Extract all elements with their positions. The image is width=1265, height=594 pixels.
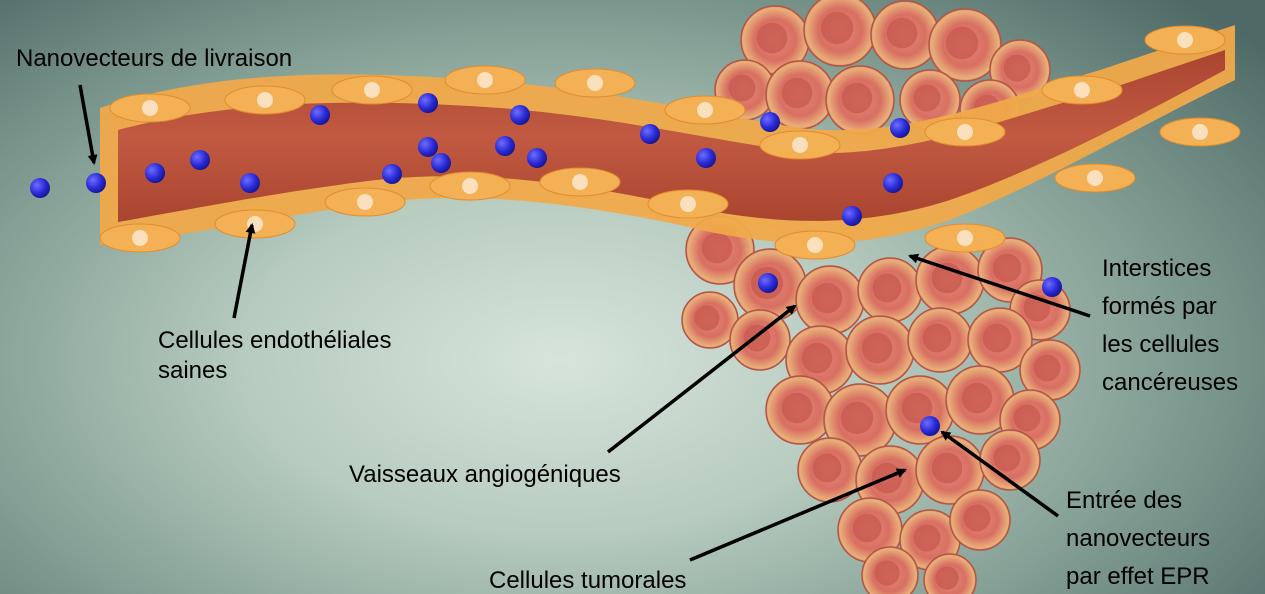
endothelial-nucleus xyxy=(665,96,745,124)
arrow-nanovecteurs xyxy=(80,85,94,163)
nanoparticle xyxy=(920,416,940,436)
nanoparticle xyxy=(495,136,515,156)
endothelial-nucleus xyxy=(1042,76,1122,104)
nanoparticle xyxy=(883,173,903,193)
tumor-cell xyxy=(826,66,894,134)
label-epr-line1: Entrée des xyxy=(1066,482,1210,520)
nanoparticle xyxy=(760,112,780,132)
nanoparticle xyxy=(310,105,330,125)
endothelial-nucleus xyxy=(925,118,1005,146)
endothelial-nucleus xyxy=(215,210,295,238)
tumor-cell xyxy=(916,246,984,314)
label-epr-line2: nanovecteurs xyxy=(1066,520,1210,558)
endothelial-nucleus xyxy=(110,94,190,122)
endothelial-nucleus xyxy=(430,172,510,200)
tumor-cell xyxy=(804,0,876,66)
label-endotheliales-line2: saines xyxy=(158,356,391,386)
nanoparticle xyxy=(696,148,716,168)
nanoparticle xyxy=(86,173,106,193)
nanoparticle xyxy=(527,148,547,168)
endothelial-nucleus xyxy=(648,190,728,218)
tumor-cell xyxy=(766,376,834,444)
endothelial-nucleus xyxy=(325,188,405,216)
label-nanovecteurs: Nanovecteurs de livraison xyxy=(16,44,292,74)
endothelial-nucleus xyxy=(760,131,840,159)
endothelial-nucleus xyxy=(445,66,525,94)
endothelial-nucleus xyxy=(1160,118,1240,146)
nanoparticle xyxy=(758,273,778,293)
tumor-cell xyxy=(858,258,922,322)
tumor-cell xyxy=(908,308,972,372)
endothelial-nucleus xyxy=(925,224,1005,252)
endothelial-nucleus xyxy=(555,69,635,97)
label-endotheliales-line1: Cellules endothéliales xyxy=(158,326,391,356)
nanoparticle xyxy=(842,206,862,226)
nanoparticle xyxy=(510,105,530,125)
tumor-cell xyxy=(862,547,918,594)
label-interstices-line3: les cellules xyxy=(1102,326,1238,364)
nanoparticle xyxy=(431,153,451,173)
label-interstices-line4: cancéreuses xyxy=(1102,364,1238,402)
endothelial-nucleus xyxy=(100,224,180,252)
nanoparticle xyxy=(30,178,50,198)
endothelial-nucleus xyxy=(775,231,855,259)
label-angiogeniques: Vaisseaux angiogéniques xyxy=(349,460,621,490)
nanoparticle xyxy=(190,150,210,170)
label-epr-line3: par effet EPR xyxy=(1066,558,1210,594)
endothelial-nucleus xyxy=(1145,26,1225,54)
tumor-cell xyxy=(871,1,939,69)
label-interstices: Interstices formés par les cellules canc… xyxy=(1102,250,1238,402)
nanoparticle xyxy=(418,137,438,157)
nanoparticle xyxy=(640,124,660,144)
endothelial-nucleus xyxy=(540,168,620,196)
nanoparticle xyxy=(418,93,438,113)
arrow-endotheliales xyxy=(234,225,252,318)
tumor-cell xyxy=(950,490,1010,550)
tumor-cell xyxy=(846,316,914,384)
endothelial-nucleus xyxy=(1055,164,1135,192)
label-endotheliales: Cellules endothéliales saines xyxy=(158,326,391,386)
nanoparticle xyxy=(145,163,165,183)
tumor-cell xyxy=(796,266,864,334)
nanoparticle xyxy=(1042,277,1062,297)
nanoparticle xyxy=(890,118,910,138)
nanoparticle xyxy=(240,173,260,193)
nanoparticle xyxy=(382,164,402,184)
label-interstices-line1: Interstices xyxy=(1102,250,1238,288)
label-interstices-line2: formés par xyxy=(1102,288,1238,326)
endothelial-nucleus xyxy=(332,76,412,104)
tumor-cell-cluster xyxy=(682,0,1080,594)
label-epr: Entrée des nanovecteurs par effet EPR xyxy=(1066,482,1210,594)
label-tumorales: Cellules tumorales xyxy=(489,566,686,594)
endothelial-nucleus xyxy=(225,86,305,114)
